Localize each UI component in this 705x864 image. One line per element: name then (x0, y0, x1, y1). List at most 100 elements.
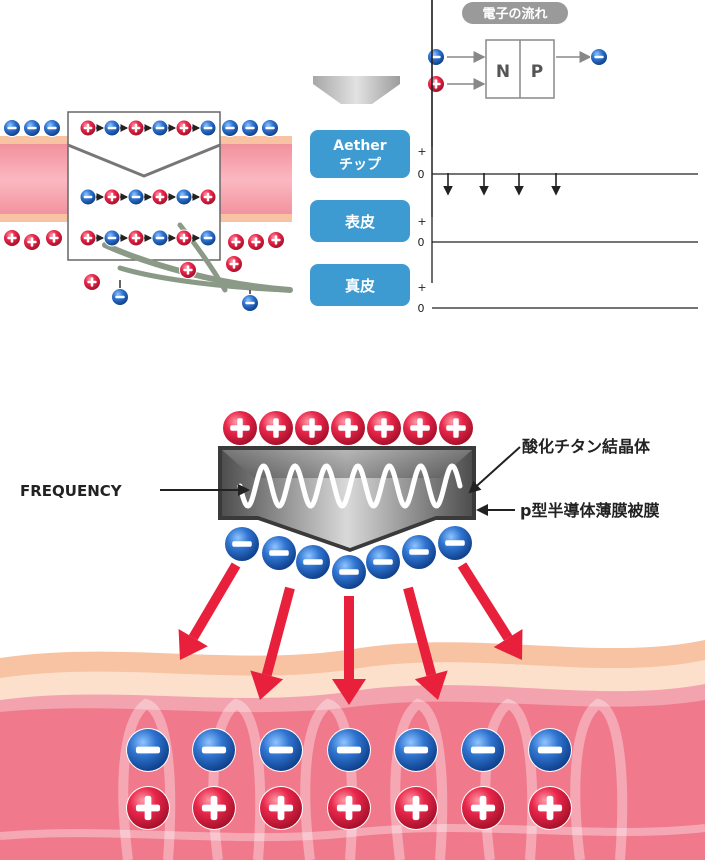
negative-ion-icon (331, 554, 367, 590)
flow-badge-label: 電子の流れ (482, 6, 547, 22)
axis-zero-label: 0 (418, 302, 425, 315)
nerve-fiber (117, 265, 293, 293)
axis-zero-label: 0 (418, 168, 425, 181)
negative-ion-icon (241, 294, 259, 312)
np-junction-diagram: 電子の流れ N P (427, 2, 608, 99)
positive-ion-icon (79, 229, 97, 247)
skin-dermis (0, 700, 705, 860)
positive-ion-icon (267, 231, 285, 249)
bottom-ions (126, 410, 572, 830)
positive-ion-icon (79, 119, 97, 137)
positive-ion-icon (45, 229, 63, 247)
positive-ion-icon (258, 410, 294, 446)
negative-ion-icon (127, 188, 145, 206)
positive-ion-icon (247, 233, 265, 251)
negative-ion-icon (327, 728, 371, 772)
positive-ion-icon (394, 786, 438, 830)
positive-ion-icon (175, 119, 193, 137)
frequency-wave (237, 463, 463, 509)
axis-plus-label: + (417, 145, 426, 158)
axis-plus-label: + (417, 281, 426, 294)
axis-minus-label: - (420, 0, 425, 4)
negative-ion-icon (259, 728, 303, 772)
crystal-label: 酸化チタン結晶体 (522, 437, 651, 456)
negative-ion-icon (437, 525, 473, 561)
np-p-label: P (531, 62, 543, 82)
row-label-dermis: 真皮 (310, 264, 410, 306)
negative-ion-icon (261, 119, 279, 137)
negative-ion-icon (151, 119, 169, 137)
negative-ion-icon (175, 188, 193, 206)
negative-ion-icon (79, 188, 97, 206)
aether-chip (218, 446, 476, 552)
positive-ion-icon (199, 188, 217, 206)
electron-flow-arrows (178, 562, 523, 705)
row-label-aether-line1: Aether (333, 138, 386, 154)
axis-zero-label: 0 (418, 236, 425, 249)
positive-ion-icon (330, 410, 366, 446)
positive-ion-icon (151, 188, 169, 206)
red-arrow (178, 562, 241, 660)
row-label-dermis-text: 真皮 (345, 277, 375, 295)
dermal-fiber (390, 698, 448, 861)
positive-ion-icon (175, 229, 193, 247)
flow-badge (462, 2, 568, 24)
row-label-aether: Aether チップ (310, 130, 410, 178)
negative-ion-icon (103, 119, 121, 137)
chip-v-line (67, 143, 221, 178)
frequency-label: FREQUENCY (20, 482, 123, 500)
negative-ion-icon (394, 728, 438, 772)
positive-ion-icon (179, 261, 197, 279)
funnel-shape (313, 76, 400, 104)
negative-ion-icon (126, 728, 170, 772)
callouts: FREQUENCY 酸化チタン結晶体 p型半導体薄膜被膜 (20, 437, 659, 520)
negative-ion-icon (103, 229, 121, 247)
negative-ion-icon (3, 119, 21, 137)
negative-ion-icon (365, 544, 401, 580)
chip-bevel (222, 450, 472, 478)
negative-ion-icon (224, 526, 260, 562)
dermal-fiber (118, 698, 176, 861)
positive-ion-icon (127, 229, 145, 247)
positive-ion-icon (366, 410, 402, 446)
row-label-aether-line2: チップ (339, 157, 382, 173)
red-arrow (250, 586, 295, 700)
propagation-arrows (443, 173, 561, 196)
negative-ion-icon (241, 119, 259, 137)
positive-ion-icon (327, 786, 371, 830)
positive-ion-icon (225, 255, 243, 273)
red-arrow (332, 596, 366, 705)
dermal-fiber (0, 824, 705, 842)
positive-ion-icon (227, 233, 245, 251)
positive-ion-icon (461, 786, 505, 830)
positive-ion-icon (23, 233, 41, 251)
axis-minus-label: - (420, 0, 425, 4)
np-n-label: N (496, 62, 510, 82)
negative-ion-icon (192, 728, 236, 772)
positive-ion-icon (3, 229, 21, 247)
negative-ion-icon (401, 534, 437, 570)
positive-ion-icon (127, 119, 145, 137)
top-skin-illustration (0, 111, 293, 312)
negative-ion-icon (199, 119, 217, 137)
negative-ion-icon (261, 535, 297, 571)
positive-ion-icon (528, 786, 572, 830)
negative-ion-icon (461, 728, 505, 772)
waveform-panels: +0-+0-+0- (417, 0, 698, 315)
positive-ion-icon (222, 410, 258, 446)
negative-ion-icon (151, 229, 169, 247)
row-label-epidermis: 表皮 (310, 200, 410, 242)
positive-ion-icon (103, 188, 121, 206)
negative-ion-icon (295, 544, 331, 580)
negative-ion-icon (590, 48, 608, 66)
positive-ion-icon (438, 410, 474, 446)
row-label-epidermis-text: 表皮 (345, 213, 375, 231)
red-arrow (457, 562, 523, 660)
dermal-fiber (570, 698, 628, 861)
positive-ion-icon (402, 410, 438, 446)
positive-ion-icon (294, 410, 330, 446)
negative-ion-icon (43, 119, 61, 137)
film-label: p型半導体薄膜被膜 (520, 501, 659, 520)
negative-ion-icon (427, 48, 445, 66)
